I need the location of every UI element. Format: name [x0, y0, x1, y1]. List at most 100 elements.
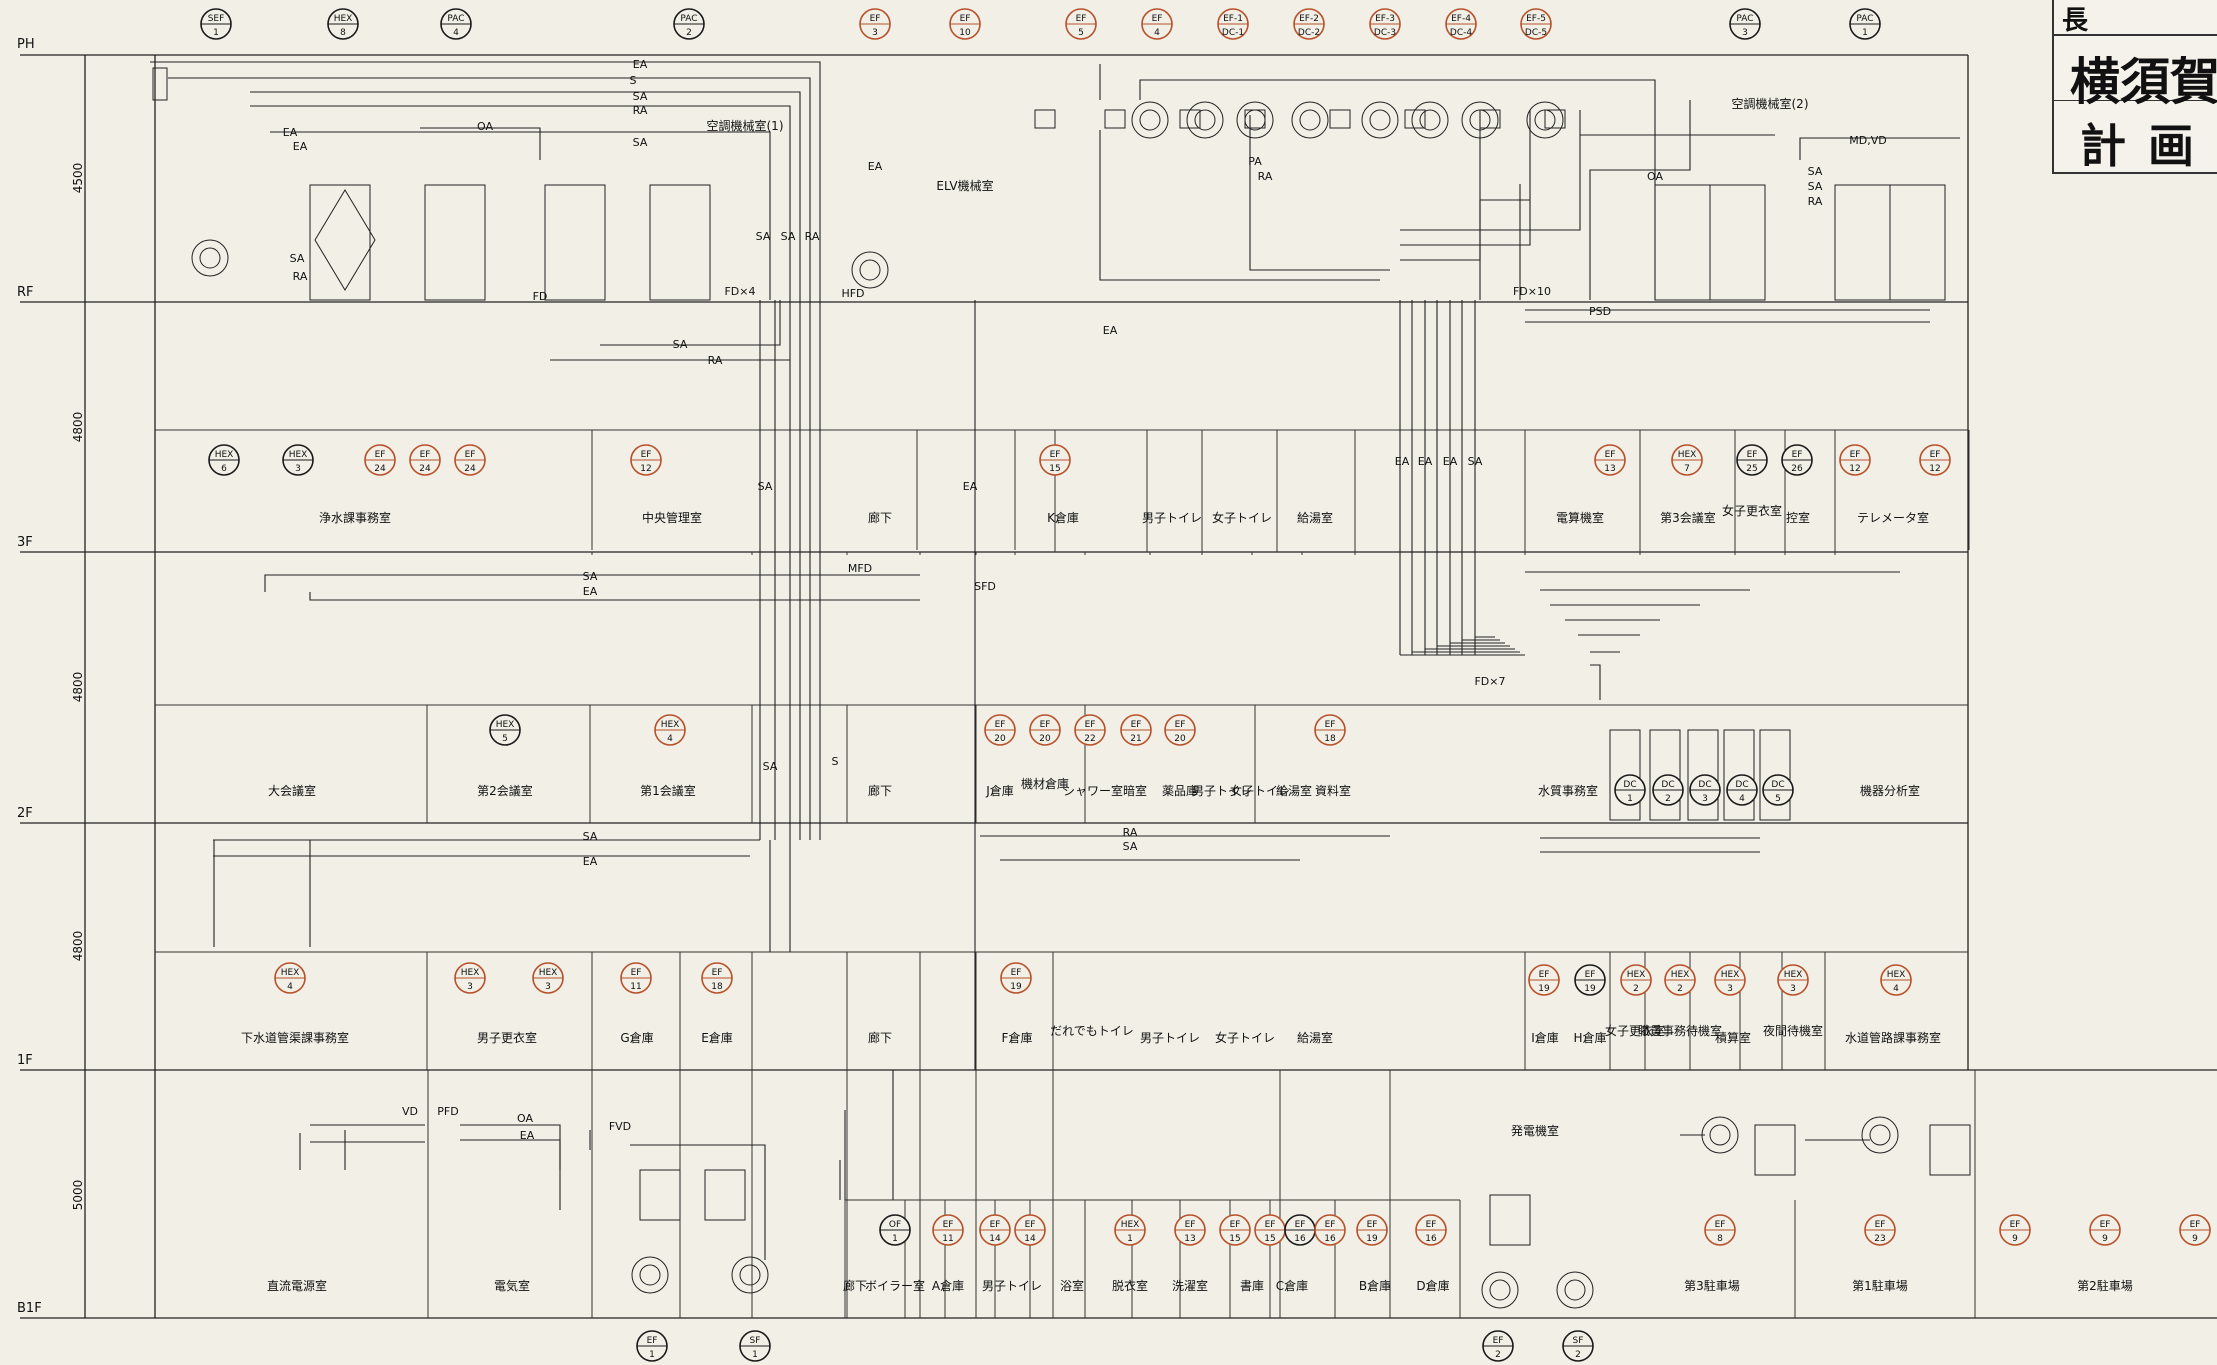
- room-label: 脱衣室: [1112, 1278, 1148, 1293]
- room-label: F倉庫: [1002, 1030, 1033, 1045]
- equipment-type: EF: [631, 968, 642, 978]
- dimension-label: 4800: [71, 672, 85, 703]
- room-label: 廊下: [868, 783, 892, 798]
- equipment-number: 5: [1078, 28, 1084, 38]
- equipment-type: SF: [1573, 1336, 1584, 1346]
- equipment-number: 1: [1127, 1234, 1133, 1244]
- room-label: 中央管理室: [642, 510, 702, 525]
- equipment-number: 14: [989, 1234, 1001, 1244]
- duct-label: SA: [758, 480, 773, 493]
- bottom-equipment-bubble: EF2: [1482, 1330, 1514, 1362]
- equipment-type: EF: [1930, 450, 1941, 460]
- dimension-label: 4800: [71, 412, 85, 443]
- equipment-type: HEX: [1121, 1220, 1140, 1230]
- room-label: 廊下: [868, 1030, 892, 1045]
- equipment-number: 15: [1264, 1234, 1275, 1244]
- room-label: 浴室: [1060, 1278, 1084, 1293]
- equipment-number: 1: [649, 1350, 655, 1360]
- equipment-number: 13: [1604, 464, 1615, 474]
- room-label: 廊下: [868, 510, 892, 525]
- top-equipment-bubble: EF-5DC-5: [1520, 8, 1552, 40]
- equipment-number: 22: [1084, 734, 1095, 744]
- equipment-number: 8: [340, 28, 346, 38]
- room-label: 第3会議室: [1660, 510, 1716, 525]
- room-label: 男子トイレ: [982, 1279, 1042, 1293]
- equipment-number: 19: [1584, 984, 1596, 994]
- equipment-type: EF: [1493, 1336, 1504, 1346]
- duct-label: EA: [868, 160, 883, 173]
- room-label: 洗濯室: [1172, 1278, 1208, 1293]
- room-label: 女子トイレ: [1212, 510, 1272, 525]
- equipment-bubble: HEX 3: [1777, 964, 1809, 996]
- equipment-type: HEX: [1671, 970, 1690, 980]
- equipment-type: HEX: [1721, 970, 1740, 980]
- room-label: 女子更衣室: [1722, 503, 1782, 518]
- equipment-number: 2: [1677, 984, 1683, 994]
- equipment-number: DC-3: [1374, 28, 1396, 38]
- top-equipment-bubble: EF-4DC-4: [1445, 8, 1477, 40]
- equipment-type: HEX: [1784, 970, 1803, 980]
- equipment-type: EF: [1325, 720, 1336, 730]
- duct-label: SA: [756, 230, 771, 243]
- equipment-type: PAC: [1856, 14, 1873, 24]
- equipment-type: PAC: [680, 14, 697, 24]
- equipment-number: 12: [1929, 464, 1940, 474]
- equipment-type: HEX: [1627, 970, 1646, 980]
- duct-label: RA: [1808, 195, 1823, 208]
- room-label: 第2会議室: [477, 783, 533, 798]
- equipment-number: 2: [1665, 794, 1671, 804]
- equipment-number: 5: [502, 734, 508, 744]
- equipment-bubble: DC2: [1652, 774, 1684, 806]
- equipment-type: EF-5: [1526, 14, 1546, 24]
- equipment-number: 4: [453, 28, 459, 38]
- equipment-type: EF-3: [1375, 14, 1395, 24]
- equipment-number: 6: [221, 464, 227, 474]
- room-label: 空調機械室(1): [707, 118, 784, 133]
- equipment-number: 1: [1627, 794, 1633, 804]
- equipment-number: 3: [1727, 984, 1733, 994]
- room-label: ボイラー室: [865, 1278, 925, 1293]
- title-block: [2052, 0, 2217, 174]
- duct-label: SA: [1468, 455, 1483, 468]
- duct-label: FD×7: [1474, 675, 1505, 688]
- equipment-type: DC: [1735, 780, 1748, 790]
- room-label: G倉庫: [620, 1030, 653, 1045]
- room-label: ELV機械室: [936, 178, 993, 193]
- room-label: 控室: [1786, 510, 1810, 525]
- equipment-number: 15: [1229, 1234, 1240, 1244]
- equipment-number: 1: [213, 28, 219, 38]
- equipment-type: EF: [1325, 1220, 1336, 1230]
- equipment-type: PAC: [447, 14, 464, 24]
- equipment-type: EF: [1295, 1220, 1306, 1230]
- room-label: 夜間待機室: [1763, 1023, 1823, 1038]
- equipment-number: 12: [1849, 464, 1860, 474]
- equipment-number: DC-4: [1450, 28, 1472, 38]
- room-label: 浄水課事務室: [319, 510, 391, 525]
- equipment-type: EF: [1011, 968, 1022, 978]
- equipment-type: EF: [990, 1220, 1001, 1230]
- equipment-type: EF: [1585, 970, 1596, 980]
- top-equipment-bubble: EF-3DC-3: [1369, 8, 1401, 40]
- equipment-type: HEX: [281, 968, 300, 978]
- equipment-number: 4: [287, 982, 293, 992]
- room-label: 水質事務室: [1538, 783, 1598, 798]
- room-label: 大会議室: [268, 783, 316, 798]
- floor-label: RF: [17, 285, 34, 300]
- equipment-type: EF: [1367, 1220, 1378, 1230]
- equipment-number: 9: [2102, 1234, 2108, 1244]
- duct-label: OA: [517, 1112, 533, 1125]
- title-project-name: 横須賀: [2070, 52, 2217, 111]
- equipment-number: 3: [1790, 984, 1796, 994]
- duct-label: OA: [477, 120, 493, 133]
- equipment-number: 26: [1791, 464, 1803, 474]
- equipment-number: 3: [467, 982, 473, 992]
